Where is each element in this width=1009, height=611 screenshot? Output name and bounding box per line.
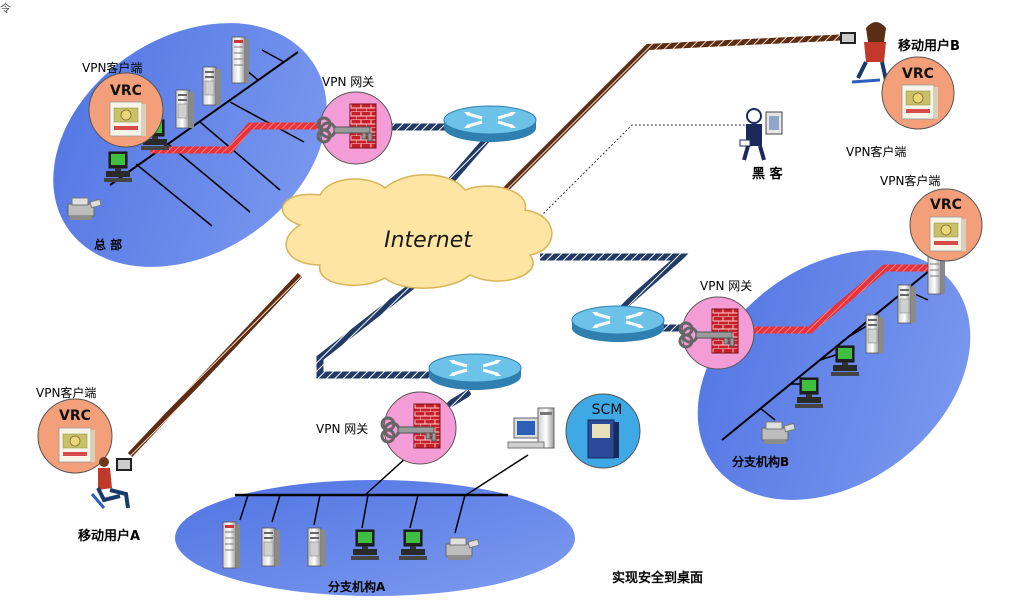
mobile-b-vpn-client-label: VPN客户端	[846, 144, 906, 159]
router-hq	[442, 104, 538, 144]
branch-a-server-rack	[222, 521, 241, 569]
mobile-b-vrc-box	[901, 84, 939, 120]
branch-a-vpn-gateway-label: VPN 网关	[316, 422, 368, 436]
mobile-a-vpn-client-label: VPN客户端	[36, 385, 96, 400]
mobile-b-user-icon	[840, 22, 888, 84]
mobile-a-label: 移动用户A	[78, 528, 140, 544]
mobile-a-user-icon	[90, 457, 132, 509]
branch-b-server-tower-1	[897, 284, 917, 324]
hq-lan-ellipse	[53, 23, 327, 267]
internet-label: Internet	[384, 228, 473, 253]
mobile-b-vrc-label: VRC	[902, 66, 934, 82]
branch-b-vrc-box	[929, 216, 967, 252]
branch-a-server-tower-1	[261, 527, 281, 567]
hq-vpn-client-label: VPN客户端	[82, 60, 142, 75]
scm-label: SCM	[592, 402, 623, 418]
branch-b-vpn-client-label: VPN客户端	[880, 173, 940, 188]
internet-cloud: Internet	[281, 174, 553, 289]
mobile-a-vrc-label: VRC	[59, 408, 91, 424]
hq-vpn-gateway-label: VPN 网关	[322, 75, 374, 89]
branch-b-vpn-gateway-label: VPN 网关	[700, 279, 752, 293]
branch-b-vpn-gateway	[678, 295, 756, 371]
scm-workstation	[507, 407, 555, 449]
branch-a-vpn-gateway	[380, 390, 458, 466]
corner-mark: 令	[0, 1, 11, 15]
hq-vrc-label: VRC	[110, 83, 142, 99]
branch-b-vrc-client: VRC	[909, 188, 983, 262]
branch-b-server-tower-2	[865, 314, 885, 354]
mobile-links	[127, 34, 851, 458]
branch-b-vrc-label: VRC	[930, 197, 962, 213]
hacker-icon	[739, 108, 783, 161]
router-branch-b	[570, 304, 666, 344]
branch-a-server-tower-2	[307, 527, 327, 567]
hacker-label: 黑 客	[752, 166, 784, 182]
hq-server-tower-2	[175, 89, 195, 129]
branch-a-lan: 分支机构A	[222, 437, 529, 594]
mobile-b-label: 移动用户B	[898, 38, 960, 54]
slogan-text: 实现安全到桌面	[612, 570, 703, 586]
hq-vpn-gateway	[316, 90, 394, 166]
branch-b-lan: 分支机构B	[721, 247, 946, 469]
mobile-a-vrc-client: VRC	[37, 398, 113, 474]
branch-a-lan-ellipse	[175, 480, 575, 596]
hq-label: 总 部	[94, 237, 122, 252]
branch-b-label: 分支机构B	[732, 454, 789, 469]
hq-vrc-box	[109, 101, 147, 137]
branch-a-label: 分支机构A	[328, 579, 386, 594]
hq-server-rack	[231, 36, 250, 84]
hq-vrc-client: VRC	[88, 72, 164, 148]
hq-server-tower-1	[202, 66, 222, 106]
mobile-b-vrc-client: VRC	[881, 56, 955, 130]
mobile-a-vrc-box	[58, 427, 96, 463]
router-branch-a	[427, 352, 523, 392]
hacker-link	[534, 124, 748, 223]
scm-badge: SCM	[565, 393, 641, 469]
hq-lan: 总 部	[67, 36, 335, 252]
